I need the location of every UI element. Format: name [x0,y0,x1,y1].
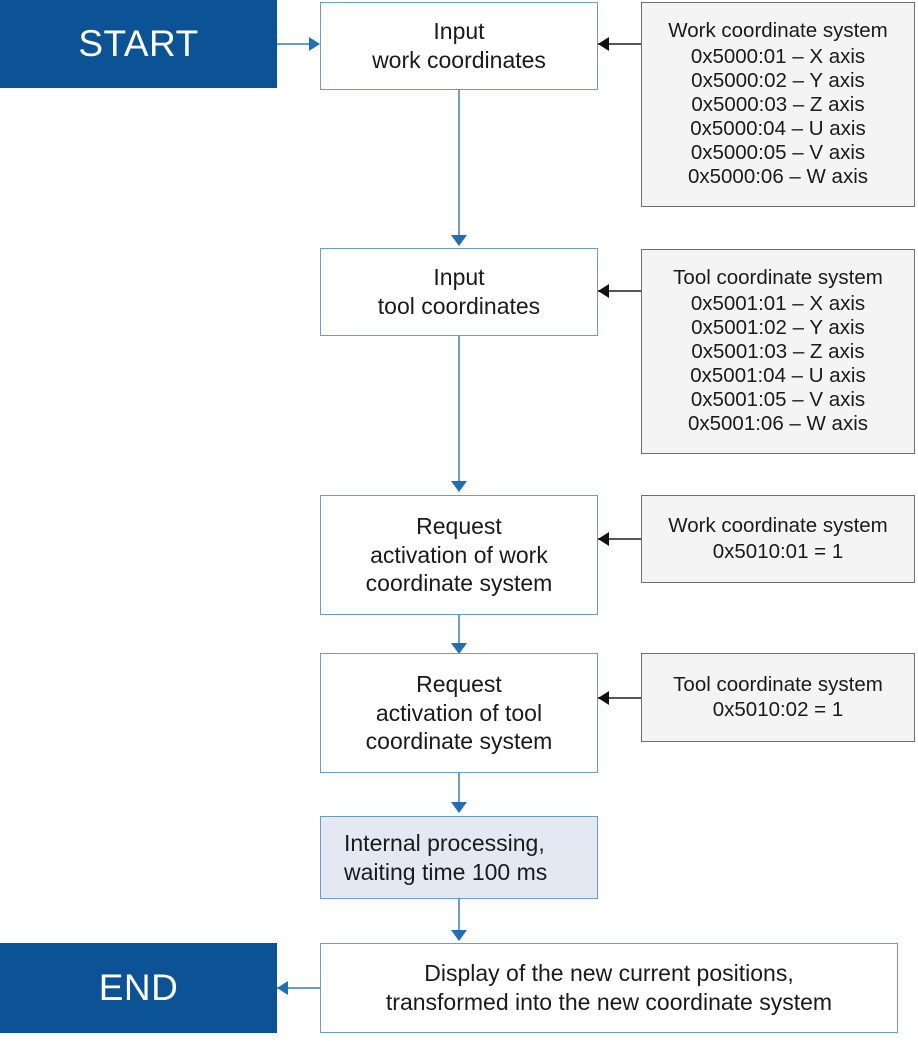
start-terminator: START [0,0,277,88]
note-heading: Tool coordinate system [673,672,883,696]
note-tool-coordinate-system-activate: Tool coordinate system 0x5010:02 = 1 [641,653,915,742]
note-line: 0x5000:04 – U axis [690,117,866,141]
process-line-1: Display of the new current positions, [424,960,794,987]
connector-step6-to-end [277,987,320,989]
arrow-step1-to-step2 [451,235,467,246]
end-terminator: END [0,943,277,1033]
process-line-1: Request [416,513,502,540]
process-line-3: coordinate system [365,570,553,597]
process-line-2: activation of tool [375,699,543,726]
connector-note3-to-step3 [598,538,641,540]
connector-step2-to-step3 [458,336,460,483]
note-line: 0x5000:05 – V axis [690,141,866,165]
note-tool-coordinate-system-objects: Tool coordinate system 0x5001:01 – X axi… [641,249,915,454]
arrow-step5-to-step6 [451,930,467,941]
note-line: 0x5001:02 – Y axis [691,315,865,339]
process-line-2: tool coordinates [377,293,541,319]
arrow-note3-to-step3 [598,532,609,546]
note-line: 0x5000:03 – Z axis [691,92,865,116]
note-line: 0x5001:06 – W axis [687,412,869,436]
connector-step3-to-step4 [458,615,460,647]
process-line-2: activation of work [370,541,548,568]
process-request-activation-work: Request activation of work coordinate sy… [320,495,598,615]
arrow-step6-to-end [277,981,288,995]
note-line: 0x5001:05 – V axis [690,388,866,412]
note-line: 0x5001:03 – Z axis [691,339,865,363]
process-line-3: coordinate system [365,728,553,755]
note-work-coordinate-system-activate: Work coordinate system 0x5010:01 = 1 [641,495,915,583]
process-input-work-coordinates: Input work coordinates [320,2,598,90]
connector-note1-to-step1 [598,43,641,45]
process-line-2: waiting time 100 ms [344,858,548,885]
note-line: 0x5010:01 = 1 [712,539,844,563]
note-work-coordinate-system-objects: Work coordinate system 0x5000:01 – X axi… [641,2,915,207]
arrow-step2-to-step3 [451,481,467,492]
process-line-1: Input [433,264,485,291]
note-line: 0x5000:01 – X axis [690,44,866,68]
start-label: START [78,23,199,64]
note-line: 0x5010:02 = 1 [712,698,844,721]
arrow-note4-to-step4 [598,691,609,705]
connector-step1-to-step2 [458,90,460,237]
connector-start-to-step1 [277,43,313,45]
arrow-step3-to-step4 [451,643,467,654]
note-line: 0x5001:01 – X axis [690,291,866,315]
connector-step5-to-step6 [458,899,460,933]
note-heading: Work coordinate system [668,19,888,43]
process-input-tool-coordinates: Input tool coordinates [320,248,598,336]
arrow-note2-to-step2 [598,284,609,298]
process-line-1: Internal processing, [344,829,545,856]
arrow-note1-to-step1 [598,37,609,51]
arrow-start-to-step1 [309,37,320,51]
connector-step4-to-step5 [458,773,460,806]
note-heading: Work coordinate system [668,514,888,538]
process-internal-processing: Internal processing, waiting time 100 ms [320,816,598,899]
end-label: END [98,967,179,1008]
connector-note2-to-step2 [598,290,641,292]
note-line: 0x5000:02 – Y axis [691,68,865,92]
process-request-activation-tool: Request activation of tool coordinate sy… [320,653,598,773]
process-line-2: work coordinates [372,47,546,73]
process-display-new-positions: Display of the new current positions, tr… [320,943,898,1033]
arrow-step4-to-step5 [451,802,467,813]
connector-note4-to-step4 [598,697,641,699]
note-line: 0x5001:04 – U axis [690,364,866,388]
process-line-1: Input [433,18,485,45]
process-line-2: transformed into the new coordinate syst… [385,989,833,1015]
note-line: 0x5000:06 – W axis [687,165,869,189]
note-heading: Tool coordinate system [673,266,883,290]
process-line-1: Request [416,671,502,698]
